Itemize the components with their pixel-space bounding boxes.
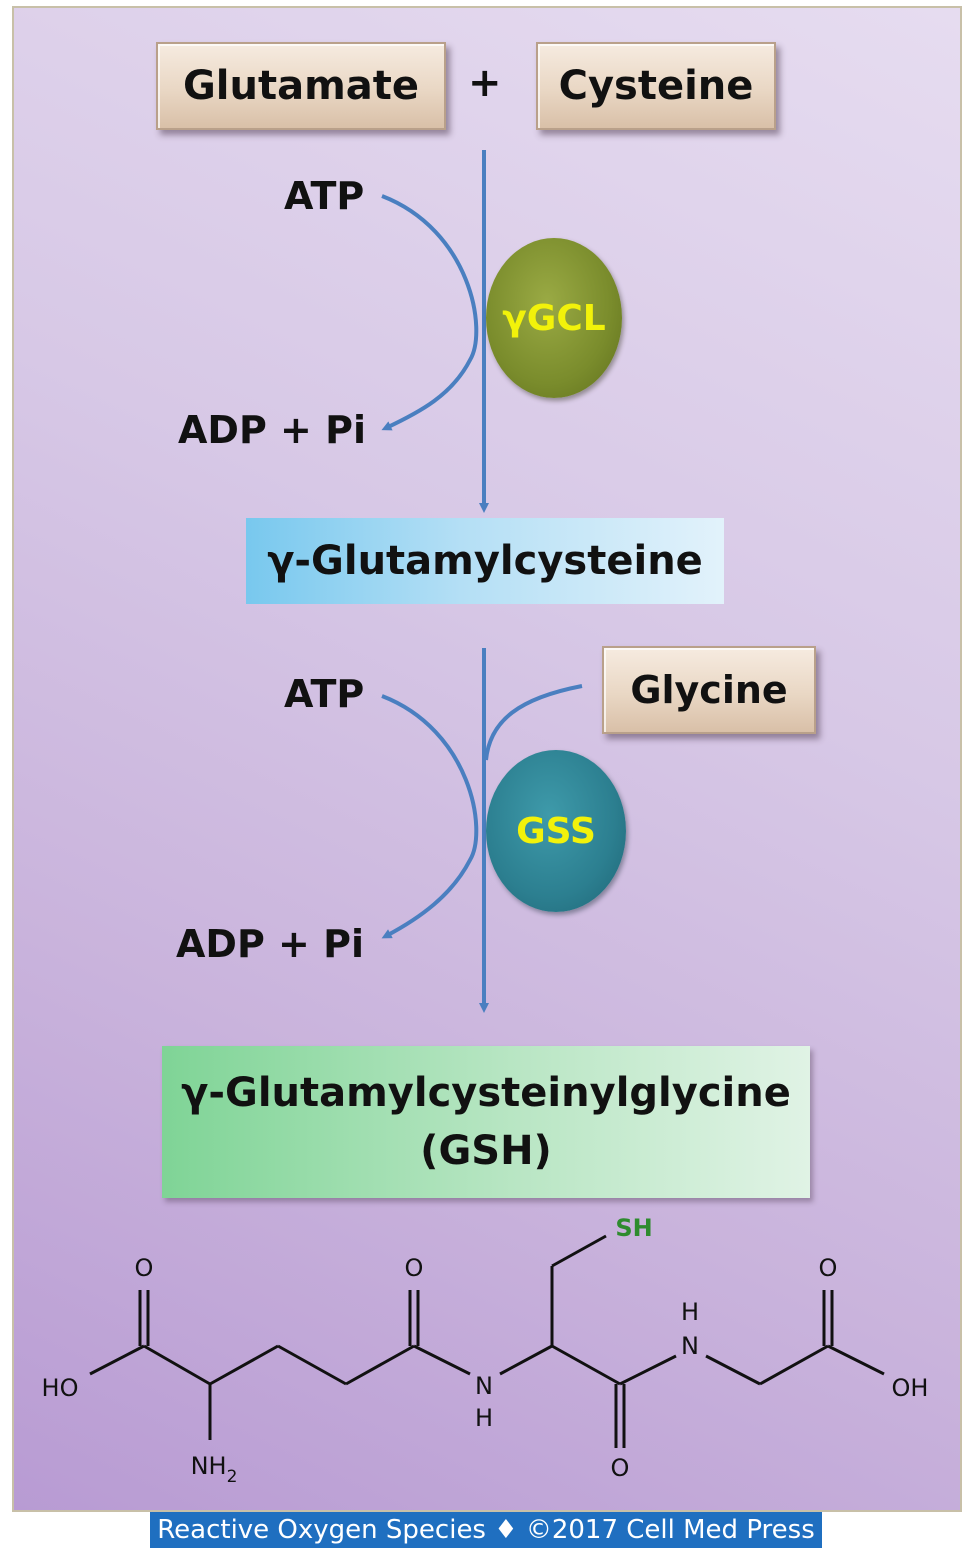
atom-n1: N [475, 1372, 493, 1400]
gamma-glutamylcysteine-box: γ-Glutamylcysteine [246, 518, 724, 604]
atom-h2: H [681, 1298, 699, 1326]
gamma-glutamylcysteine-label: γ-Glutamylcysteine [267, 538, 703, 584]
gsh-abbrev: (GSH) [420, 1128, 552, 1174]
atom-sh: SH [615, 1214, 652, 1242]
glutamate-box: Glutamate [156, 42, 446, 130]
ygcl-label: γGCL [502, 297, 606, 339]
ygcl-enzyme: γGCL [486, 238, 622, 398]
atp-label-step1: ATP [284, 174, 365, 218]
gsh-product-box: γ-Glutamylcysteinylglycine (GSH) [162, 1046, 810, 1198]
atom-o4: O [819, 1254, 838, 1282]
glycine-label: Glycine [630, 668, 788, 712]
glycine-curve [484, 684, 583, 761]
atom-h1: H [475, 1404, 493, 1432]
atp-label-step2: ATP [284, 672, 365, 716]
gsh-full-name: γ-Glutamylcysteinylglycine [181, 1070, 791, 1116]
adp-label-step1: ADP + Pi [178, 408, 366, 452]
atom-oh: OH [892, 1374, 929, 1402]
glutamate-label: Glutamate [182, 63, 420, 109]
plus-sign: + [468, 60, 502, 106]
atom-ho: HO [42, 1374, 79, 1402]
atom-o2: O [405, 1254, 424, 1282]
atom-o3: O [611, 1454, 630, 1482]
gss-label: GSS [516, 810, 596, 852]
gss-enzyme: GSS [486, 750, 626, 912]
atom-o1: O [135, 1254, 154, 1282]
atom-nh2-main: NH [191, 1452, 227, 1480]
atp-adp-curve-step1 [381, 194, 479, 431]
glycine-box: Glycine [602, 646, 816, 734]
atp-adp-curve-step2 [381, 694, 479, 939]
atom-nh2: NH2 [191, 1452, 238, 1487]
adp-label-step2: ADP + Pi [176, 922, 364, 966]
cysteine-box: Cysteine [536, 42, 776, 130]
cysteine-label: Cysteine [558, 63, 754, 109]
copyright-footer: Reactive Oxygen Species ♦ ©2017 Cell Med… [150, 1512, 822, 1548]
atom-nh2-sub: 2 [227, 1467, 238, 1487]
atom-n2: N [681, 1332, 699, 1360]
